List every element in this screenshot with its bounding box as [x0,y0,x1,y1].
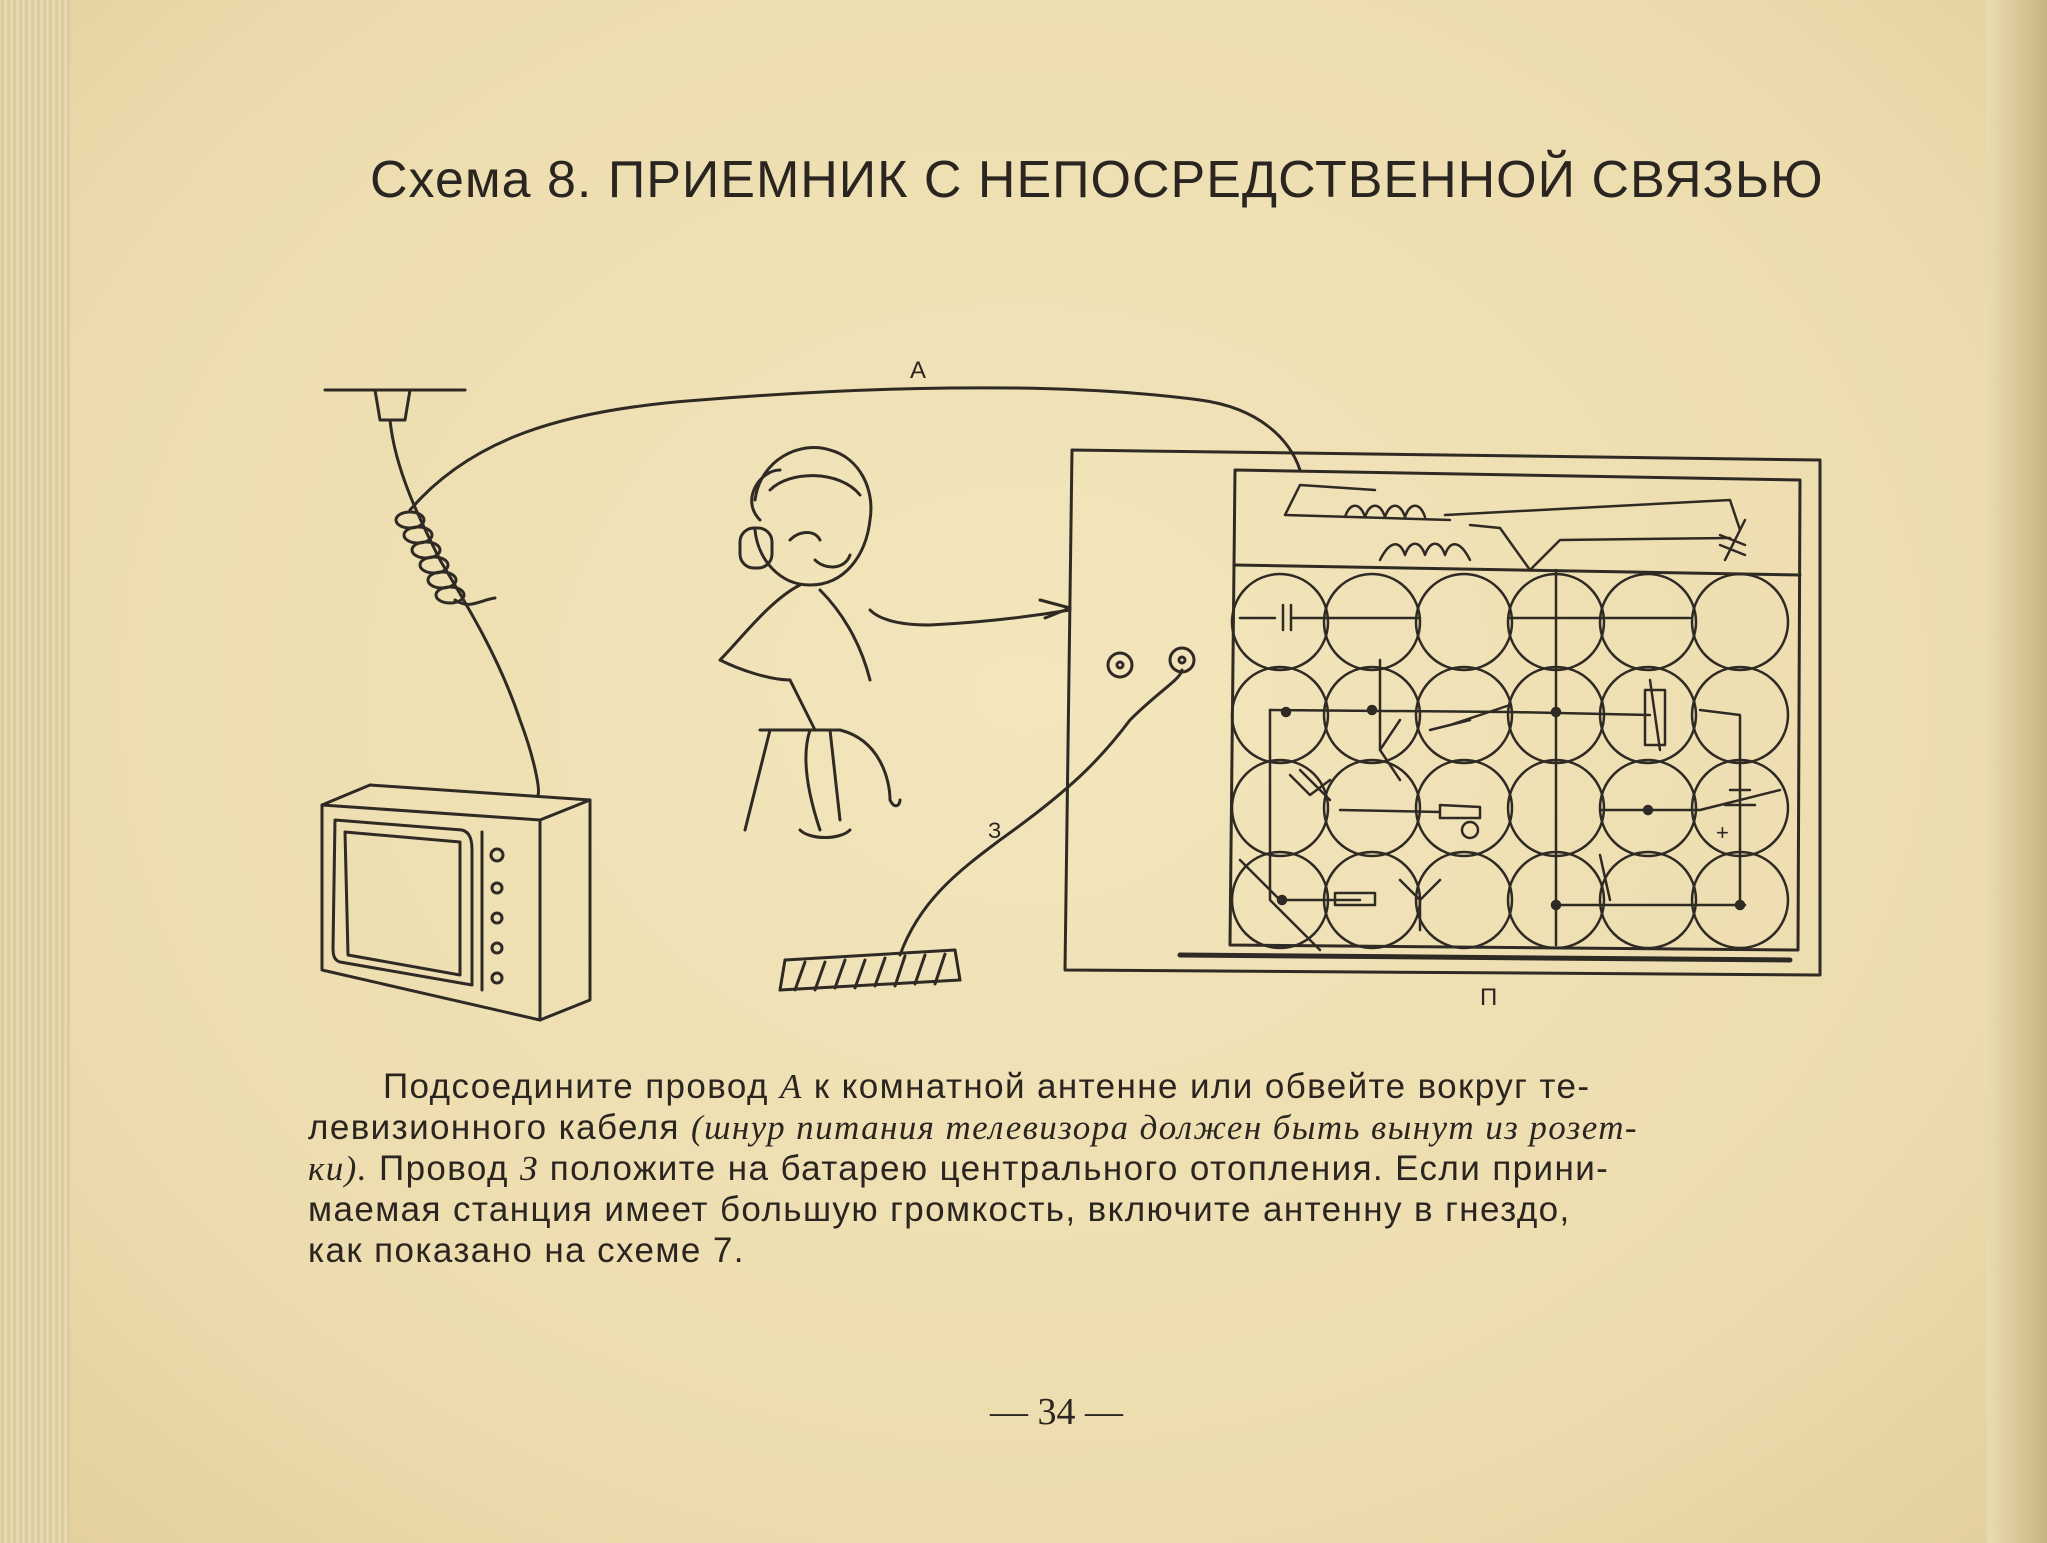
tuning-circuit [1283,483,1747,572]
tv-cable [388,418,540,797]
page-number: — 34 — [990,1391,1123,1433]
jack-sockets [1106,646,1196,679]
paragraph-line-5: как показано на схеме 7. [308,1231,745,1270]
radiator-ground-plate [778,948,962,992]
boy-with-headphones-icon [718,445,1072,839]
page-stack-edge [0,0,70,1543]
instruction-paragraph: Подсоедините провод A к комнатной антенн… [308,1066,1798,1271]
battery-plus-label: + [1716,820,1729,845]
board-label: П [1480,984,1497,1011]
television-icon [320,783,592,1022]
wire-z [898,668,1184,957]
paragraph-line-2: левизионного кабеля (шнур питания телеви… [308,1108,1638,1147]
board-frame [1063,448,1822,977]
binding-edge [1987,0,2047,1543]
wire-coil [394,510,497,606]
paragraph-line-3: ки). Провод З положите на батарею центра… [308,1149,1610,1188]
paragraph-line-1: Подсоедините провод A к комнатной антенн… [383,1067,1591,1106]
inner-board [1228,468,1802,952]
grid-wiring [1238,568,1782,952]
wire-a-label: A [910,357,926,384]
wire-z-label: З [988,818,1001,843]
component-grid [1230,572,1790,950]
paragraph-line-4: маемая станция имеет большую громкость, … [308,1190,1571,1229]
page-title: Схема 8. ПРИЕМНИК С НЕПОСРЕДСТВЕННОЙ СВЯ… [370,151,1824,209]
wire-a [408,386,1302,512]
antenna-socket-icon [323,388,467,422]
